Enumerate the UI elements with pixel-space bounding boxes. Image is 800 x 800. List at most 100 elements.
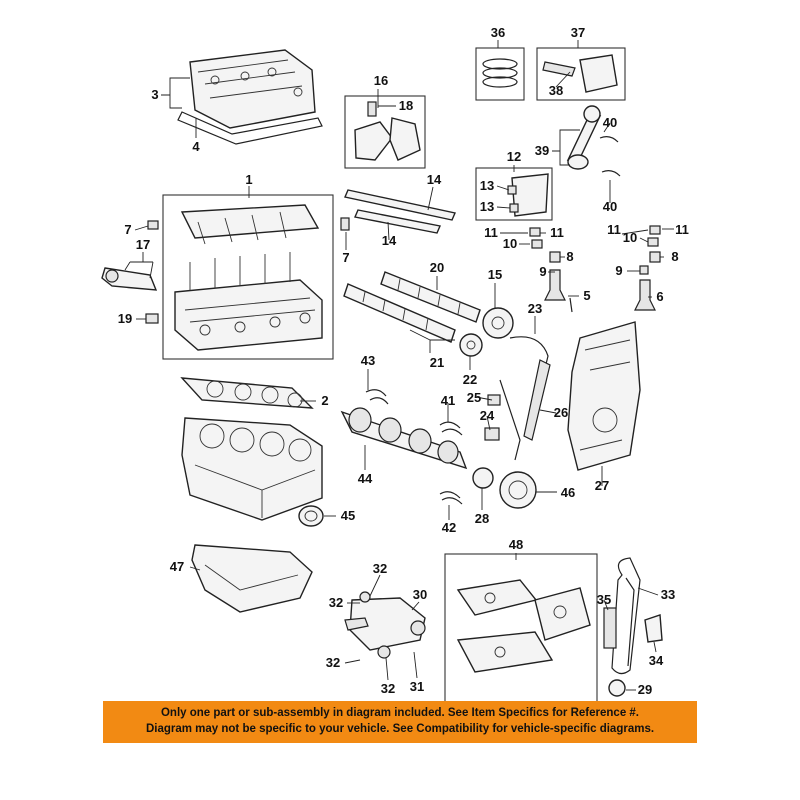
callout-40-bottom: 40 (603, 199, 617, 214)
cylinder-head (174, 252, 323, 351)
callout-38: 38 (549, 83, 563, 98)
callout-15: 15 (488, 267, 502, 282)
callout-11-b: 11 (550, 225, 564, 240)
callout-3: 3 (151, 87, 158, 102)
callout-39: 39 (535, 143, 549, 158)
vtc-solenoid (101, 267, 158, 291)
piston-rings-box (475, 47, 525, 101)
callout-35: 35 (597, 592, 611, 607)
balancer-shaft-assembly (456, 579, 591, 673)
callout-32-lower: 32 (326, 655, 340, 670)
callout-25: 25 (467, 390, 481, 405)
piston (542, 54, 618, 93)
callout-6: 6 (656, 289, 663, 304)
callout-8-right: 8 (671, 249, 678, 264)
bolt-19 (145, 313, 159, 324)
callout-44: 44 (358, 471, 373, 486)
callout-13-a: 13 (480, 178, 494, 193)
callout-33: 33 (661, 587, 675, 602)
cylinder-head-box (162, 194, 334, 360)
bolt-7-left (147, 220, 159, 230)
rod-bearing (599, 136, 621, 177)
oil-seal-45 (298, 505, 324, 527)
timing-chain-cover (567, 321, 641, 471)
timing-chain (611, 557, 641, 675)
callout-2: 2 (321, 393, 328, 408)
callout-46: 46 (561, 485, 575, 500)
rocker-arm-assembly (354, 101, 421, 161)
rocker-arm-box (344, 95, 426, 169)
callout-29: 29 (638, 682, 652, 697)
oil-pan (191, 544, 313, 613)
callout-7-mid: 7 (342, 250, 349, 265)
callout-43: 43 (361, 353, 375, 368)
callout-11-d: 11 (675, 222, 689, 237)
callout-5: 5 (583, 288, 590, 303)
piston-box (536, 47, 626, 101)
callout-32-top: 32 (373, 561, 387, 576)
callout-34: 34 (649, 653, 664, 668)
callout-28: 28 (475, 511, 489, 526)
callout-16: 16 (374, 73, 388, 88)
callout-32-left: 32 (329, 595, 343, 610)
callout-14-b: 14 (382, 233, 397, 248)
valve-cover (189, 49, 316, 129)
chain-tensioner (484, 394, 501, 441)
engine-block (181, 417, 323, 521)
callout-48: 48 (509, 537, 523, 552)
crankshaft (340, 407, 468, 470)
callout-leaders (124, 40, 674, 691)
callout-11-c: 11 (607, 222, 621, 237)
callout-4: 4 (192, 139, 200, 154)
callout-19: 19 (118, 311, 132, 326)
vtc-actuator (482, 307, 514, 339)
crank-pulley (499, 471, 537, 509)
callout-24: 24 (480, 408, 495, 423)
valve-assembly-center (529, 227, 573, 313)
cam-holder (507, 173, 549, 217)
callout-40-top: 40 (603, 115, 617, 130)
chain-guide-35 (603, 607, 617, 649)
camshaft-caps (180, 204, 320, 245)
callout-21: 21 (430, 355, 444, 370)
connecting-rod (566, 105, 602, 170)
callout-20: 20 (430, 260, 444, 275)
notice-banner: Only one part or sub-assembly in diagram… (103, 701, 697, 743)
main-bearing-42 (439, 491, 463, 505)
head-gasket (180, 377, 314, 409)
valve-assembly-right (634, 225, 661, 311)
notice-line-1: Only one part or sub-assembly in diagram… (160, 707, 640, 719)
callout-10-right: 10 (623, 230, 637, 245)
crank-sprocket (472, 467, 494, 489)
exhaust-sprocket (459, 333, 483, 357)
callout-9-right: 9 (615, 263, 622, 278)
piston-rings (482, 58, 518, 88)
notice-line-2: Diagram may not be specific to your vehi… (145, 723, 655, 735)
callout-9-center: 9 (539, 264, 546, 279)
chain-guide (499, 336, 551, 461)
chain-tensioner-34 (644, 614, 663, 643)
callout-17: 17 (136, 237, 150, 252)
thrust-washers (365, 389, 389, 405)
callout-30: 30 (413, 587, 427, 602)
valve-cover-gasket (177, 111, 323, 145)
callout-1: 1 (245, 172, 252, 187)
callout-42: 42 (442, 520, 456, 535)
callout-27: 27 (595, 478, 609, 493)
main-bearing-41 (439, 421, 463, 436)
callout-12: 12 (507, 149, 521, 164)
callout-7-left: 7 (124, 222, 131, 237)
callout-26: 26 (554, 405, 568, 420)
callout-32-bottom: 32 (381, 681, 395, 696)
callout-31: 31 (410, 679, 424, 694)
callout-41: 41 (441, 393, 455, 408)
callout-10-center: 10 (503, 236, 517, 251)
exhaust-camshaft (343, 283, 456, 343)
callout-47: 47 (170, 559, 184, 574)
callout-13-b: 13 (480, 199, 494, 214)
callout-22: 22 (463, 372, 477, 387)
crank-sprocket-29 (608, 679, 626, 697)
callout-11-a: 11 (484, 225, 498, 240)
callout-8-center: 8 (566, 249, 573, 264)
